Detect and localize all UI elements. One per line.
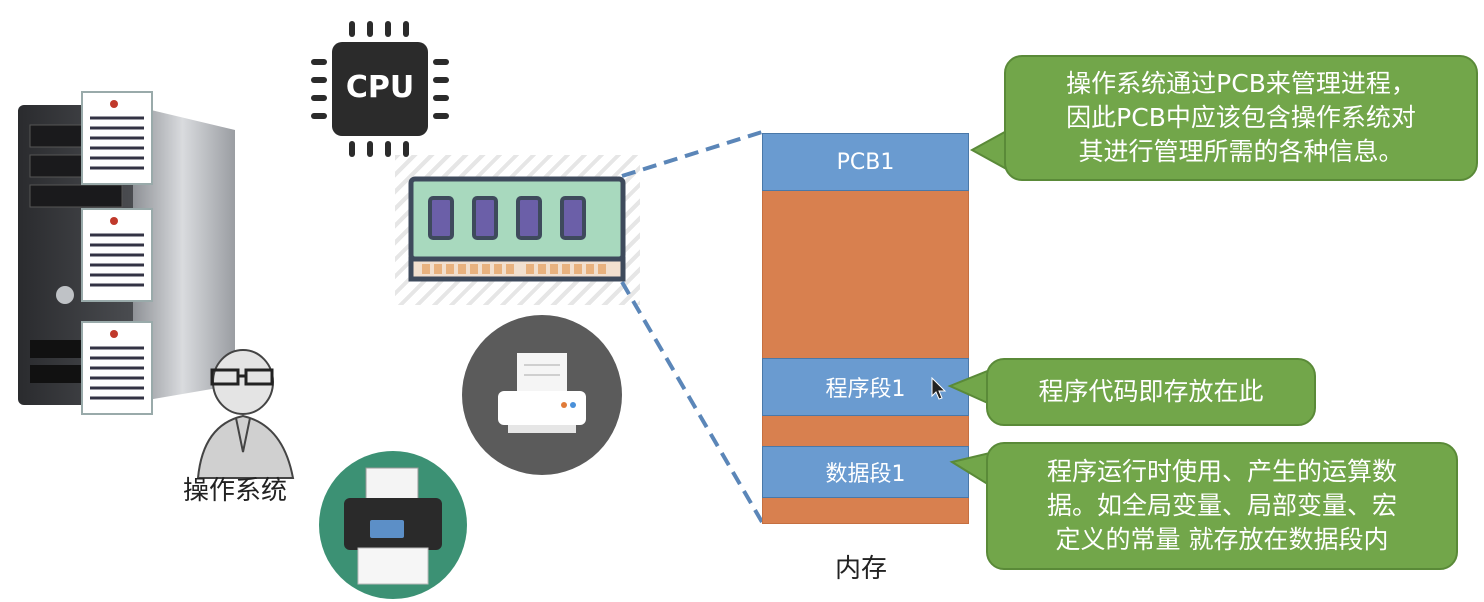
data-segment-label: 数据段1 <box>825 462 906 487</box>
person-icon <box>196 349 295 479</box>
data-callout: 程序运行时使用、产生的运算数 据。如全局变量、局部变量、宏 定义的常量 就存放在… <box>986 442 1458 570</box>
program-callout: 程序代码即存放在此 <box>986 358 1316 426</box>
mouse-cursor-icon <box>931 377 947 400</box>
ram-module-icon <box>408 176 626 282</box>
memory-label: 内存 <box>835 554 888 584</box>
printer-icon <box>462 315 622 475</box>
data-segment: 数据段1 <box>762 446 969 498</box>
color-printer-icon <box>319 451 467 599</box>
os-label: 操作系统 <box>183 476 288 506</box>
free-memory-block <box>762 498 969 524</box>
program-callout-text: 程序代码即存放在此 <box>1038 377 1264 406</box>
free-memory-block <box>762 416 969 446</box>
program-segment-label: 程序段1 <box>825 377 906 402</box>
document-icon <box>81 91 153 185</box>
pcb-callout: 操作系统通过PCB来管理进程， 因此PCB中应该包含操作系统对 其进行管理所需的… <box>1004 55 1478 181</box>
cpu-chip-icon <box>311 21 449 157</box>
pcb-segment-label: PCB1 <box>836 149 895 175</box>
free-memory-block <box>762 191 969 358</box>
pcb-callout-text: 操作系统通过PCB来管理进程， 因此PCB中应该包含操作系统对 其进行管理所需的… <box>1066 69 1416 166</box>
pcb-segment: PCB1 <box>762 133 969 191</box>
data-callout-text: 程序运行时使用、产生的运算数 据。如全局变量、局部变量、宏 定义的常量 就存放在… <box>1046 457 1397 554</box>
document-icon <box>81 208 153 302</box>
document-icon <box>81 321 153 415</box>
cpu-label: CPU <box>345 70 415 105</box>
